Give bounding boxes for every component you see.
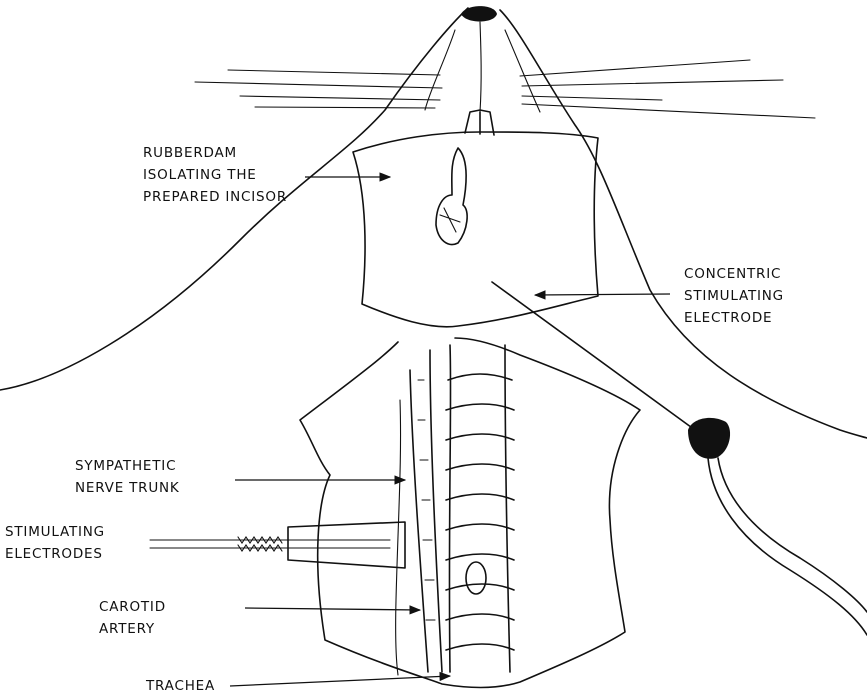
rubberdam-label-line-3: PREPARED INCISOR — [143, 186, 287, 208]
rubberdam-label: RUBBERDAM ISOLATING THE PREPARED INCISOR — [143, 142, 287, 208]
carotid-label-line-2: ARTERY — [99, 618, 166, 640]
trachea-label-line-1: TRACHEA — [146, 675, 215, 697]
sympathetic-label-line-2: NERVE TRUNK — [75, 477, 180, 499]
sympathetic-label-line-1: SYMPATHETIC — [75, 455, 180, 477]
concentric-label-line-1: CONCENTRIC — [684, 263, 784, 285]
snout-left-fold — [425, 30, 455, 110]
rubber-dam-sheet — [353, 132, 598, 327]
snout-midline — [480, 22, 481, 112]
carotid-label-line-1: CAROTID — [99, 596, 166, 618]
carotid-artery — [410, 370, 428, 672]
snout-right-fold — [505, 30, 540, 112]
rubberdam-label-line-2: ISOLATING THE — [143, 164, 287, 186]
whiskers — [195, 60, 815, 118]
stimulating-label-line-2: ELECTRODES — [5, 543, 105, 565]
rat-body-outline — [0, 8, 867, 438]
sympathetic-nerve-label: SYMPATHETIC NERVE TRUNK — [75, 455, 180, 499]
prepared-incisor — [436, 148, 467, 244]
trachea-label: TRACHEA — [146, 675, 215, 697]
concentric-label-line-2: STIMULATING — [684, 285, 784, 307]
carotid-artery-label: CAROTID ARTERY — [99, 596, 166, 640]
trachea-drawing — [446, 345, 514, 672]
electrode-cable — [708, 458, 867, 635]
stimulating-label-line-1: STIMULATING — [5, 521, 105, 543]
stimulating-electrodes-drawing — [150, 522, 405, 568]
stimulating-electrodes-label: STIMULATING ELECTRODES — [5, 521, 105, 565]
concentric-label-line-3: ELECTRODE — [684, 307, 784, 329]
sympathetic-nerve-trunk — [396, 400, 401, 675]
electrode-holder — [688, 418, 730, 459]
concentric-electrode-label: CONCENTRIC STIMULATING ELECTRODE — [684, 263, 784, 329]
rubberdam-label-line-1: RUBBERDAM — [143, 142, 287, 164]
incision-outline — [300, 338, 640, 688]
